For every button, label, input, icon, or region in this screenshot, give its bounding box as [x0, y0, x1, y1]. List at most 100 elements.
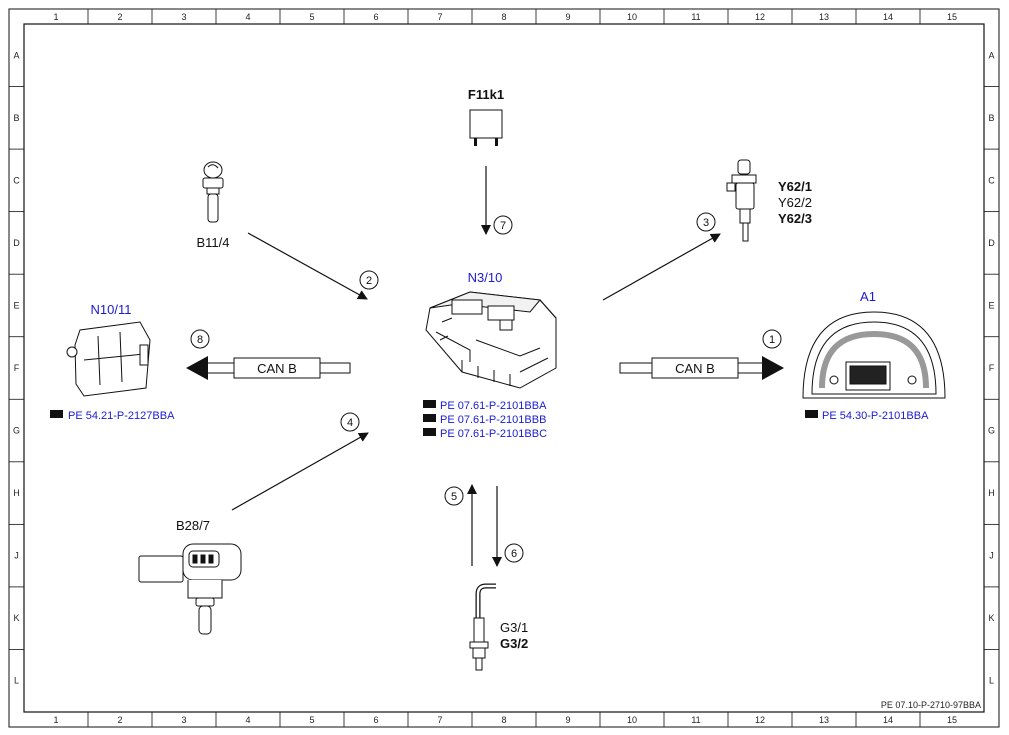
grid-row-label: L — [14, 676, 19, 686]
label-b28-7: B28/7 — [176, 518, 210, 533]
svg-text:8: 8 — [197, 334, 203, 346]
connection-2-number: 2 — [359, 270, 379, 290]
connection-numbers: 1 2 3 4 5 6 7 8 — [190, 212, 782, 563]
sensor-b11-4 — [202, 161, 224, 223]
grid-column-label: 7 — [437, 715, 442, 725]
grid-column-label: 11 — [691, 12, 700, 22]
grid-column-label: 2 — [117, 12, 122, 22]
label-n10-11: N10/11 — [91, 302, 132, 317]
hand-pointer-icon — [423, 400, 436, 408]
grid-row-label: J — [14, 551, 19, 561]
module-n10-11 — [66, 321, 151, 397]
svg-text:7: 7 — [500, 220, 506, 232]
connection-4-number: 4 — [340, 412, 360, 432]
svg-text:1: 1 — [769, 334, 775, 346]
ref-n3-10-1: PE 07.61-P-2101BBA — [440, 400, 547, 412]
grid-row-label: F — [14, 363, 20, 373]
svg-text:PE 54.30-P-2101BBA: PE 54.30-P-2101BBA — [822, 410, 929, 422]
grid-column-label: 6 — [373, 12, 378, 22]
can-b-bus-right: CAN B — [619, 356, 784, 380]
sensor-b28-7 — [138, 543, 242, 635]
can-b-label-left: CAN B — [257, 361, 297, 376]
grid-column-label: 5 — [309, 12, 314, 22]
grid-column-label: 14 — [883, 715, 893, 725]
grid-column-label: 8 — [501, 715, 506, 725]
grid-column-label: 15 — [947, 715, 957, 725]
grid-column-label: 11 — [691, 715, 700, 725]
svg-text:5: 5 — [451, 491, 457, 503]
label-b11-4: B11/4 — [196, 235, 229, 250]
grid-column-label: 12 — [755, 12, 765, 22]
grid-row-label: C — [13, 175, 20, 185]
connection-arrows — [231, 166, 721, 567]
connection-6-number: 6 — [504, 543, 524, 563]
connection-7-number: 7 — [493, 215, 513, 235]
grid-column-label: 8 — [501, 12, 506, 22]
label-n3-10: N3/10 — [468, 270, 503, 285]
arrow-2 — [247, 232, 368, 300]
grid-column-label: 10 — [627, 12, 637, 22]
label-y62-1: Y62/1 — [778, 179, 812, 194]
grid-column-label: 2 — [117, 715, 122, 725]
can-b-bus-left: CAN B — [186, 356, 351, 380]
grid-column-label: 10 — [627, 715, 637, 725]
instrument-cluster-a1 — [802, 311, 946, 399]
grid-ticks — [9, 9, 999, 727]
lambda-probe-g3 — [469, 583, 496, 671]
label-a1: A1 — [860, 289, 876, 304]
grid-row-label: A — [13, 50, 19, 60]
control-unit-n3-10 — [425, 291, 557, 389]
grid-row-label: B — [988, 113, 994, 123]
grid-row-label: J — [989, 551, 994, 561]
grid-column-label: 12 — [755, 715, 765, 725]
grid-column-label: 9 — [565, 12, 570, 22]
connection-5-number: 5 — [444, 486, 464, 506]
grid-column-label: 3 — [181, 715, 186, 725]
svg-text:3: 3 — [703, 217, 709, 229]
arrow-4 — [231, 432, 369, 511]
label-y62-2: Y62/2 — [778, 195, 812, 210]
label-y62-3: Y62/3 — [778, 211, 812, 226]
label-g3-1: G3/1 — [500, 620, 528, 635]
connection-1-number: 1 — [762, 329, 782, 349]
grid-column-label: 1 — [53, 715, 58, 725]
document-id: PE 07.10-P-2710-97BBA — [881, 700, 981, 710]
grid-row-label: K — [13, 613, 19, 623]
can-b-label-right: CAN B — [675, 361, 715, 376]
grid-row-label: E — [13, 300, 19, 310]
connection-3-number: 3 — [696, 212, 716, 232]
a1-reference: PE 54.30-P-2101BBA — [805, 410, 929, 422]
label-g3-2: G3/2 — [500, 636, 528, 651]
grid-row-label: H — [13, 488, 20, 498]
connection-8-number: 8 — [190, 329, 210, 349]
grid-row-label: G — [988, 426, 995, 436]
label-f11k1: F11k1 — [468, 87, 504, 102]
hand-pointer-icon — [423, 428, 436, 436]
svg-text:2: 2 — [366, 275, 372, 287]
n3-10-references: PE 07.61-P-2101BBA PE 07.61-P-2101BBB PE… — [423, 400, 547, 440]
grid-column-label: 6 — [373, 715, 378, 725]
grid-column-label: 14 — [883, 12, 893, 22]
hand-pointer-icon — [50, 410, 63, 418]
hand-pointer-icon — [423, 414, 436, 422]
grid-column-label: 3 — [181, 12, 186, 22]
arrow-3 — [602, 233, 721, 301]
grid-row-label: L — [989, 676, 994, 686]
grid-row-label: A — [988, 50, 994, 60]
grid-row-label: B — [13, 113, 19, 123]
n10-11-reference: PE 54.21-P-2127BBA — [50, 410, 175, 422]
grid-row-label: E — [988, 300, 994, 310]
grid-row-label: C — [988, 175, 995, 185]
drawing-frame: 1122334455667788991010111112121313141415… — [8, 8, 1000, 728]
svg-text:PE 54.21-P-2127BBA: PE 54.21-P-2127BBA — [68, 410, 175, 422]
svg-text:4: 4 — [347, 417, 353, 429]
grid-column-label: 4 — [245, 12, 250, 22]
grid-row-label: F — [989, 363, 995, 373]
grid-column-label: 7 — [437, 12, 442, 22]
svg-text:6: 6 — [511, 548, 517, 560]
grid-column-label: 13 — [819, 12, 829, 22]
grid-row-label: K — [988, 613, 994, 623]
relay-f11k1: F11k1 — [468, 87, 504, 146]
injector-y62 — [726, 159, 757, 242]
